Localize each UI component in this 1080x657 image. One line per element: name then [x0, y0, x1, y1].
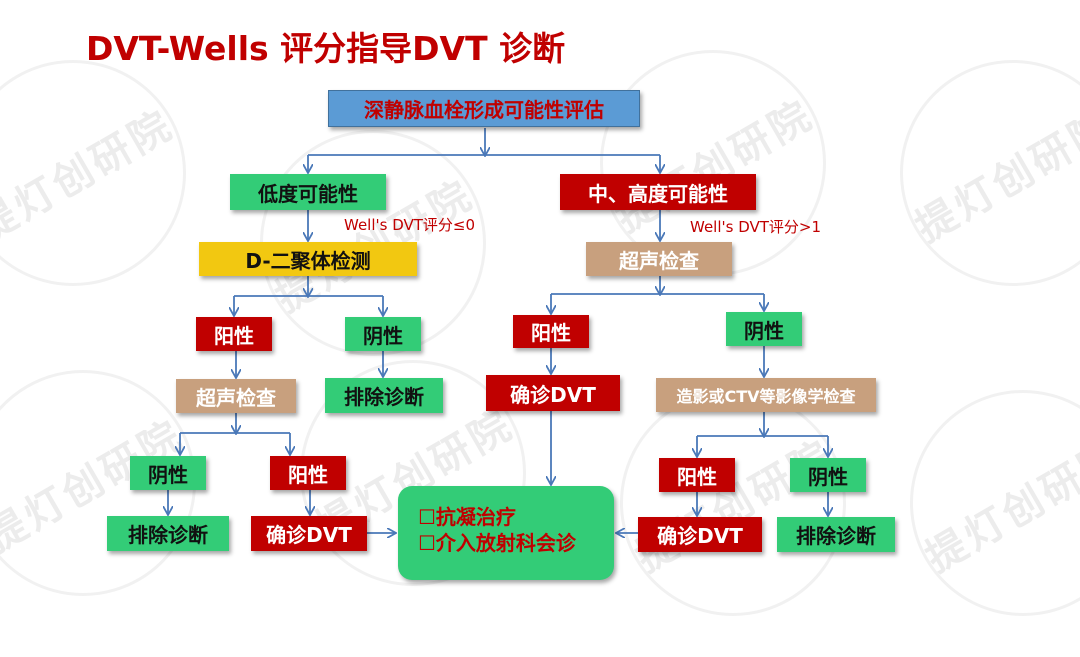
confirm-dvt-node: 确诊DVT	[486, 375, 620, 411]
ultrasound-negative-node: 阴性	[726, 312, 802, 346]
high-probability-node: 中、高度可能性	[560, 174, 756, 210]
confirm-dvt-node: 确诊DVT	[251, 516, 367, 551]
ultrasound-positive-node: 阳性	[270, 456, 346, 490]
ultrasound-node: 超声检查	[176, 379, 296, 413]
anticoagulation-item: ☐抗凝治疗	[418, 505, 516, 529]
page-title: DVT-Wells 评分指导DVT 诊断	[86, 29, 566, 68]
d-dimer-negative-node: 阴性	[345, 317, 421, 351]
root-node: 深静脉血栓形成可能性评估	[328, 90, 640, 127]
exclude-diagnosis-node: 排除诊断	[107, 516, 229, 551]
interventional-consult-item: ☐介入放射科会诊	[418, 531, 576, 555]
d-dimer-positive-node: 阳性	[196, 317, 272, 351]
confirm-dvt-node: 确诊DVT	[638, 517, 762, 552]
treatment-node: ☐抗凝治疗 ☐介入放射科会诊	[398, 486, 614, 580]
exclude-diagnosis-node: 排除诊断	[777, 517, 895, 552]
low-probability-node: 低度可能性	[230, 174, 386, 210]
imaging-positive-node: 阳性	[659, 458, 735, 492]
imaging-negative-node: 阴性	[790, 458, 866, 492]
low-score-condition: Well's DVT评分≤0	[344, 216, 476, 234]
flowchart-connectors	[0, 128, 1080, 608]
exclude-diagnosis-node: 排除诊断	[325, 378, 443, 413]
high-score-condition: Well's DVT评分>1	[690, 218, 822, 236]
ultrasound-positive-node: 阳性	[513, 315, 589, 348]
ultrasound-node: 超声检查	[586, 242, 732, 276]
d-dimer-test-node: D-二聚体检测	[199, 242, 417, 276]
ultrasound-negative-node: 阴性	[130, 456, 206, 490]
imaging-exam-node: 造影或CTV等影像学检查	[656, 378, 876, 412]
